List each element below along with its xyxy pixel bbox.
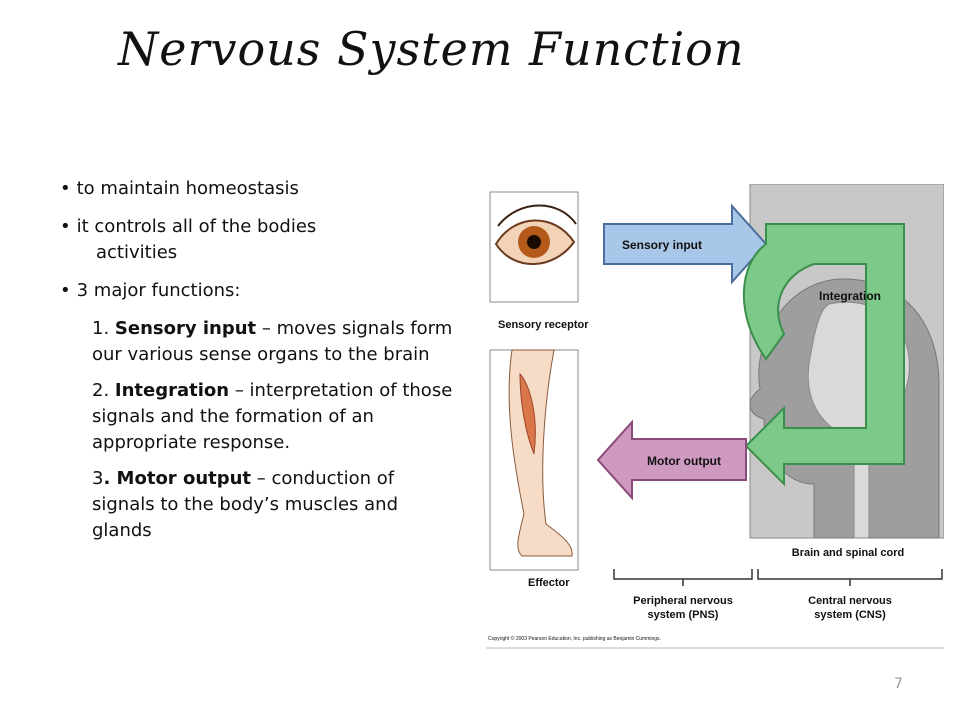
pns-brace (613, 569, 753, 586)
function-term: Integration (114, 380, 230, 401)
function-item: 1. Sensory input – moves signals form ou… (60, 316, 460, 368)
function-term: . Motor output (103, 468, 252, 489)
integration-loop-icon (742, 223, 905, 487)
function-number: 2. (92, 380, 115, 401)
nervous-system-diagram: Sensory input Integration Motor output S… (486, 184, 944, 649)
pns-label-line1: Peripheral nervous (633, 595, 733, 607)
function-item: 3. Motor output – conduction of signals … (60, 466, 460, 544)
function-description: – moves signals form our various sense o… (92, 318, 453, 365)
copyright-text: Copyright © 2003 Pearson Education, Inc.… (488, 635, 661, 642)
effector-label: Effector (528, 577, 570, 589)
brain-spinal-cord-label: Brain and spinal cord (792, 547, 904, 559)
slide-title: Nervous System Function (118, 22, 745, 76)
leg-icon (508, 349, 573, 557)
eye-icon (494, 204, 577, 265)
bullet-text: to maintain homeostasis (76, 178, 299, 199)
cns-label-line2: system (CNS) (814, 609, 886, 621)
bullet-continuation: activities (96, 242, 178, 263)
function-description: – conduction of signals to the body’s mu… (92, 468, 398, 541)
function-term: Sensory input (114, 318, 257, 339)
pns-label-line2: system (PNS) (648, 609, 719, 621)
motor-output-label: Motor output (647, 454, 721, 468)
cns-label-line1: Central nervous (808, 595, 892, 607)
cns-brace (757, 569, 943, 586)
function-item: 2. Integration – interpretation of those… (60, 378, 460, 456)
motor-output-arrow-icon (596, 419, 747, 501)
bullet-list: •to maintain homeostasis •it controls al… (60, 176, 460, 554)
page-number: 7 (894, 676, 903, 692)
bullet-text: 3 major functions: (76, 280, 241, 301)
integration-label: Integration (819, 289, 881, 303)
function-number: 1. (92, 318, 115, 339)
bullet-text: it controls all of the bodies (76, 216, 317, 237)
bullet-item: •to maintain homeostasis (60, 178, 299, 199)
function-description: – interpretation of those signals and th… (92, 380, 453, 453)
function-number: 3 (92, 468, 104, 489)
sensory-input-arrow-icon (603, 203, 768, 285)
sensory-receptor-label: Sensory receptor (498, 319, 589, 331)
bullet-item: •3 major functions: (60, 280, 241, 301)
sensory-input-label: Sensory input (622, 238, 702, 252)
